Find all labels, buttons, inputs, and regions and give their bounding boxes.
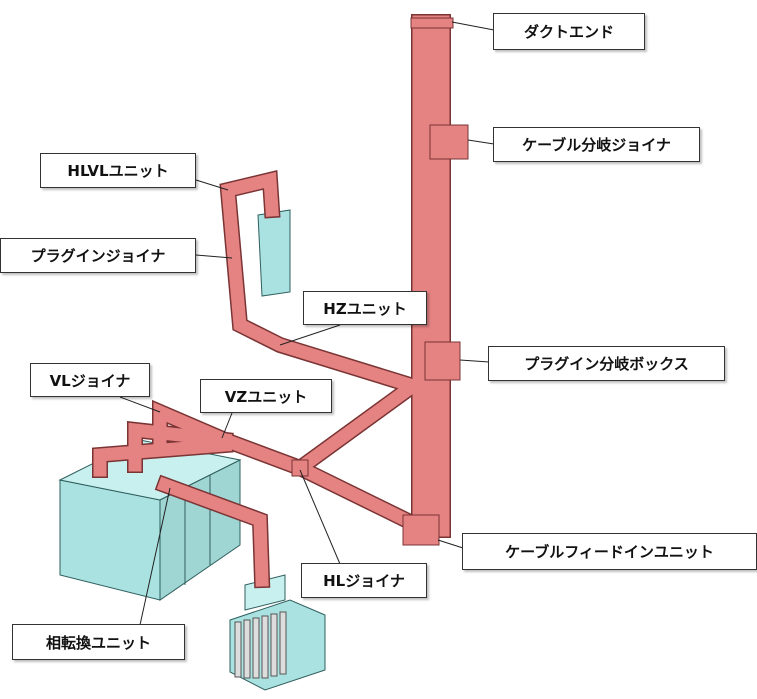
label-hl-joiner: HLジョイナ — [301, 563, 427, 598]
plugin-branch-box — [424, 341, 461, 381]
label-hz-unit: HZユニット — [303, 291, 427, 325]
label-hlvl-unit: HLVLユニット — [40, 153, 196, 188]
panel-equipment — [257, 209, 291, 297]
label-duct-end: ダクトエンド — [493, 13, 645, 50]
label-vz-unit: VZユニット — [200, 379, 332, 413]
label-cable-branch-joiner: ケーブル分岐ジョイナ — [493, 127, 700, 162]
label-plugin-branch-box: プラグイン分岐ボックス — [488, 346, 725, 381]
cable-branch-joiner — [429, 124, 469, 160]
label-vl-joiner: VLジョイナ — [30, 363, 150, 397]
switchgear-cabinet — [59, 479, 161, 601]
label-cable-feed-in-unit: ケーブルフィードインユニット — [462, 533, 757, 570]
label-plugin-joiner: プラグインジョイナ — [0, 238, 196, 273]
cable-feed-in-unit — [402, 514, 440, 546]
label-phase-conversion-unit: 相転換ユニット — [12, 624, 185, 660]
duct-end — [410, 17, 454, 29]
